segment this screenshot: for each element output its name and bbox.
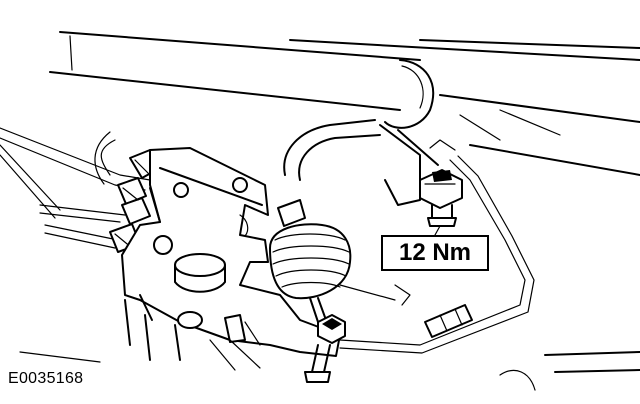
upper-cylinder: [49, 31, 435, 129]
mounting-bolt: [379, 124, 463, 227]
torque-callout: 12 Nm: [381, 235, 489, 271]
frame-rails: [289, 39, 640, 391]
torque-value: 12 Nm: [398, 239, 472, 266]
left-brake-lines: [0, 127, 151, 249]
figure-id: E0035168: [8, 370, 84, 387]
callout-leader: [434, 225, 441, 236]
ground-line: [19, 351, 101, 363]
adjuster-nut: [304, 314, 346, 383]
right-brake-line: [339, 155, 535, 354]
spring-mechanism: [269, 119, 396, 323]
valve-bracket: [121, 147, 341, 371]
